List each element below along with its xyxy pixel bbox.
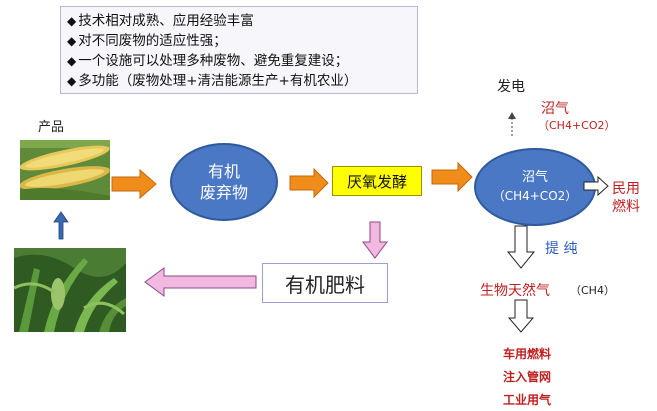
arrow-biogas-to-civil-fuel — [583, 175, 609, 197]
diamond-icon: ◆ — [67, 54, 77, 68]
use-industrial-gas: 工业用气 — [503, 393, 552, 407]
advantages-box: ◆技术相对成熟、应用经验丰富 ◆对不同废物的适应性强； ◆一个设施可以处理多种废… — [60, 6, 418, 94]
power-generation-label: 发电 — [497, 79, 525, 95]
biogas-node-label: 沼气 — [521, 170, 548, 185]
corn-field-image — [14, 248, 126, 332]
diamond-icon: ◆ — [67, 34, 77, 48]
arrow-fermentation-to-biogas — [431, 161, 473, 193]
arrow-fermentation-to-fertilizer — [362, 221, 388, 259]
arrow-fertilizer-to-field — [144, 267, 257, 297]
biogas-node: 沼气 （CH4+CO2） — [474, 148, 596, 226]
anaerobic-fermentation-box: 厌氧发酵 — [332, 166, 422, 196]
organic-waste-node: 有机 废弃物 — [170, 143, 278, 221]
advantage-item: ◆技术相对成熟、应用经验丰富 — [67, 13, 254, 29]
product-label: 产品 — [38, 120, 65, 135]
use-vehicle-fuel: 车用燃料 — [503, 347, 552, 361]
diamond-icon: ◆ — [67, 14, 77, 28]
advantage-item: ◆一个设施可以处理多种废物、避免重复建设； — [67, 53, 349, 69]
advantage-item: ◆多功能（废物处理+清洁能源生产+有机农业） — [67, 73, 358, 89]
biogas-natural-gas-formula: （CH4） — [570, 284, 615, 297]
arrow-natural-gas-to-uses — [507, 299, 535, 333]
purification-label: 提 纯 — [545, 241, 578, 257]
advantage-item: ◆对不同废物的适应性强； — [67, 33, 227, 49]
arrow-product-to-waste — [111, 168, 157, 200]
biogas-top-formula: （CH4+CO2） — [538, 119, 616, 132]
arrow-field-to-product — [53, 211, 69, 240]
arrow-waste-to-fermentation — [289, 167, 329, 199]
diamond-icon: ◆ — [67, 74, 77, 88]
corn-cobs-image — [20, 140, 110, 200]
use-grid-injection: 注入管网 — [503, 370, 552, 384]
arrow-biogas-to-power-head — [508, 112, 516, 119]
arrow-biogas-to-purification — [506, 225, 536, 269]
biogas-natural-gas-label: 生物天然气 — [480, 283, 550, 299]
civil-fuel-label: 民用 燃料 — [612, 181, 640, 215]
organic-waste-label-line2: 废弃物 — [199, 183, 248, 202]
organic-fertilizer-box: 有机肥料 — [262, 263, 388, 303]
biogas-top-label: 沼气 — [541, 101, 569, 117]
biogas-node-formula: （CH4+CO2） — [492, 189, 578, 203]
organic-waste-label-line1: 有机 — [207, 162, 240, 181]
